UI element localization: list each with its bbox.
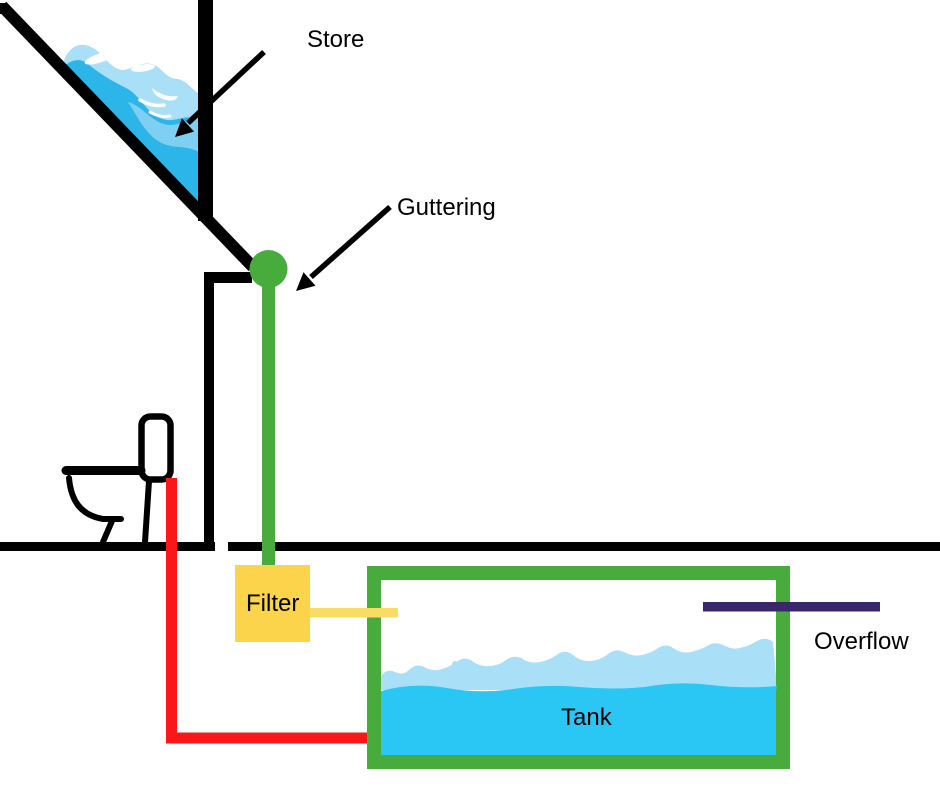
store-label: Store [307,26,365,53]
overflow-pipe [703,602,880,612]
roof-water-light-band [62,44,199,121]
downpipe-green [262,262,275,570]
toilet-cistern [138,413,174,483]
guttering-arrow [296,204,392,291]
store-arrow-shaft [186,49,266,126]
overflow-label: Overflow [814,628,909,655]
tank-water [381,683,777,755]
water-highlight [152,88,178,101]
tank-water-foam [381,638,776,690]
house-wall-lower [204,272,214,551]
roof-line [0,1,258,272]
store-arrowhead [175,118,195,137]
filter-label: Filter [246,590,300,617]
ground-line-left [0,542,215,551]
water-highlight [138,98,166,108]
house-wall-upper [198,0,213,221]
filter-outlet-pipe-yellow [310,608,398,618]
filter-box [235,565,310,642]
guttering-arrowhead [296,272,316,291]
guttering-label: Guttering [397,194,496,221]
store-arrow [175,49,266,137]
foam-droplet [452,661,458,667]
eaves-nub [204,272,252,283]
toilet-bowl [66,475,124,522]
roof-water-mid-band [128,102,199,152]
foam-droplet [713,663,719,669]
supply-pipe-red [166,478,428,744]
foam-droplet [657,657,663,663]
foam-droplet [595,662,601,668]
toilet-icon [61,413,174,545]
water-highlight [84,51,116,65]
ground-line-right [228,542,940,551]
toilet-pedestal [100,478,152,545]
guttering-arrow-shaft [309,204,392,280]
foam-droplet [516,657,524,665]
gutter-outlet-circle [249,250,288,288]
water-highlight [131,64,155,72]
tank-body [367,566,790,769]
water-highlight [148,110,172,118]
tank-label: Tank [561,704,612,731]
